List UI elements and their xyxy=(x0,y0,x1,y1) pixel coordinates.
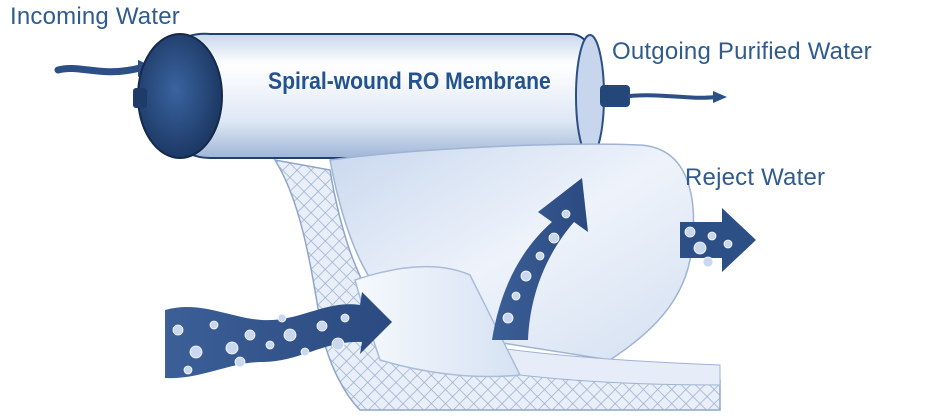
outgoing-permeate-arrow xyxy=(630,91,727,103)
water-particle xyxy=(685,227,695,237)
water-particle xyxy=(341,314,349,322)
water-particle xyxy=(536,252,544,260)
incoming-water-label: Incoming Water xyxy=(10,5,180,29)
membrane-cylinder xyxy=(133,34,630,158)
water-particle xyxy=(562,210,570,218)
water-particle xyxy=(245,330,255,340)
water-particle xyxy=(278,314,286,322)
water-particle xyxy=(549,233,559,243)
water-particle xyxy=(512,292,520,300)
water-particle xyxy=(317,321,327,331)
water-particle xyxy=(284,329,296,341)
water-particle xyxy=(503,313,513,323)
membrane-label: Spiral-wound RO Membrane xyxy=(268,70,551,94)
water-particle xyxy=(332,338,344,350)
water-particle xyxy=(708,232,716,240)
water-particle xyxy=(210,321,218,329)
water-particle xyxy=(724,240,732,248)
water-particle xyxy=(703,257,713,267)
water-particle xyxy=(226,342,238,354)
water-particle xyxy=(173,325,183,335)
water-particle xyxy=(190,346,202,358)
water-particle xyxy=(184,366,192,374)
reject-water-label: Reject Water xyxy=(685,166,825,190)
water-particle xyxy=(266,341,274,349)
water-particle xyxy=(301,348,309,356)
water-particle xyxy=(694,242,706,254)
outgoing-purified-water-label: Outgoing Purified Water xyxy=(612,40,872,64)
water-particle xyxy=(235,357,245,367)
water-particle xyxy=(521,271,531,281)
